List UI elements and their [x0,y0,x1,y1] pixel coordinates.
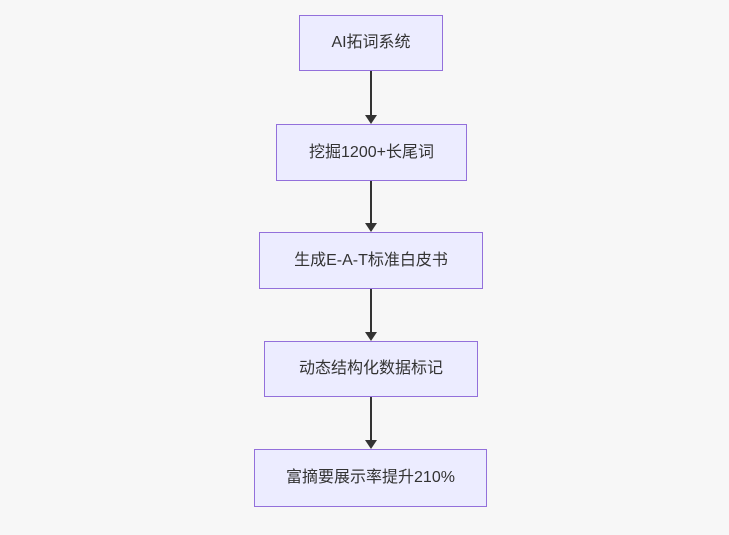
arrow-head-icon [365,115,377,124]
arrow-line [370,397,372,440]
node-label: AI拓词系统 [331,34,411,52]
flow-node-structured-data-markup: 动态结构化数据标记 [264,341,478,397]
flow-node-longtail-mining: 挖掘1200+长尾词 [276,124,467,181]
node-label: 生成E-A-T标准白皮书 [294,251,448,269]
node-label: 动态结构化数据标记 [298,360,443,378]
flow-edge-4 [365,397,377,449]
node-label: 富摘要展示率提升210% [286,469,455,487]
flow-edge-3 [365,289,377,341]
flow-node-rich-snippet-result: 富摘要展示率提升210% [254,449,487,507]
flow-edge-1 [365,71,377,124]
flow-node-eat-whitepaper: 生成E-A-T标准白皮书 [259,232,483,289]
flow-edge-2 [365,181,377,232]
arrow-head-icon [365,332,377,341]
flow-node-ai-keyword-system: AI拓词系统 [299,15,443,71]
arrow-line [370,71,372,115]
arrow-line [370,289,372,332]
arrow-head-icon [365,223,377,232]
arrow-head-icon [365,440,377,449]
node-label: 挖掘1200+长尾词 [309,143,434,161]
arrow-line [370,181,372,223]
